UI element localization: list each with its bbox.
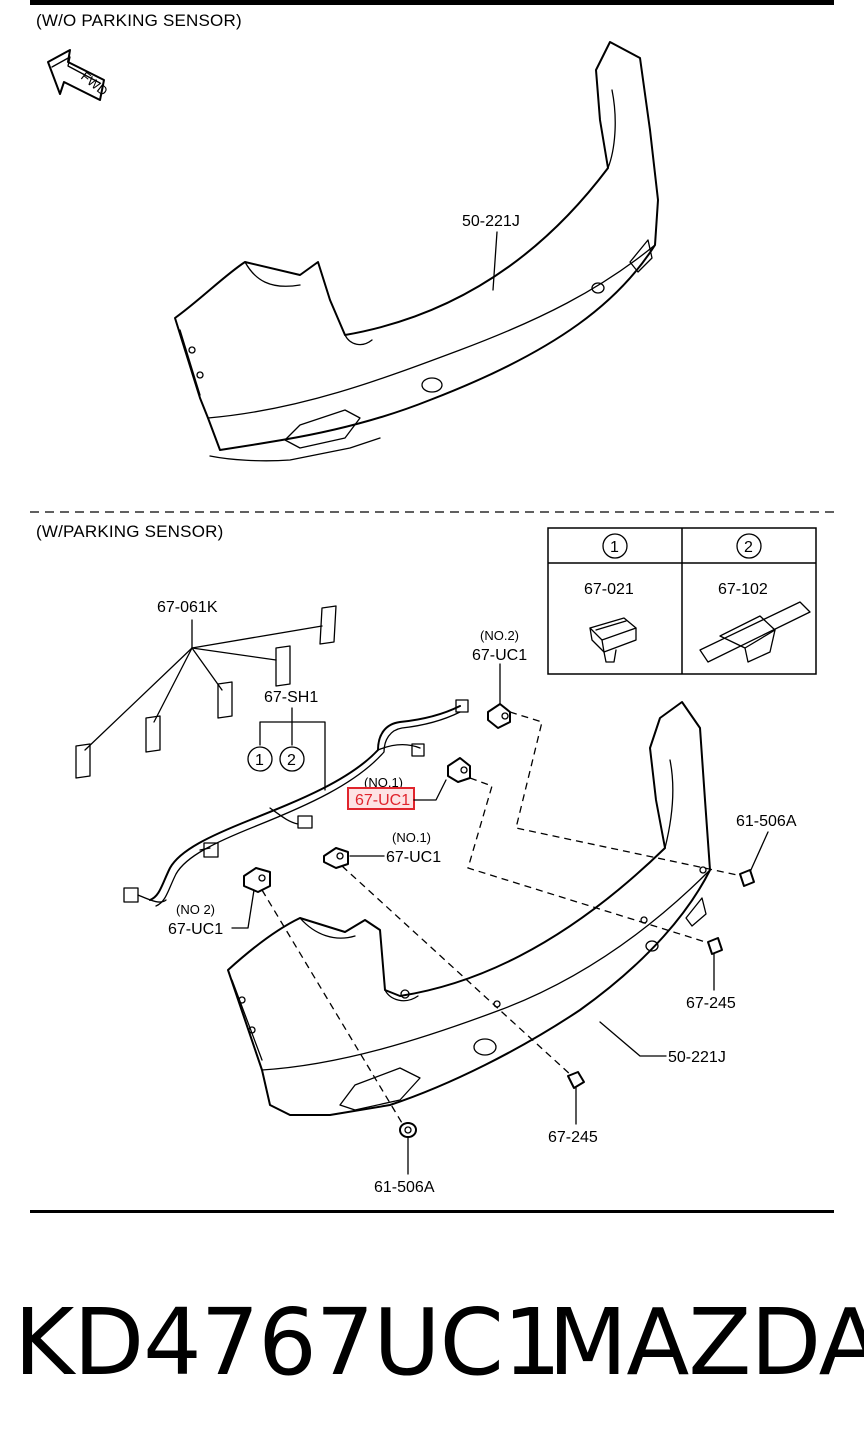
top-section-title: (W/O PARKING SENSOR)	[36, 11, 242, 30]
group-1-label: 1	[255, 752, 264, 769]
bottom-border	[30, 1210, 834, 1213]
no1-mid-tag: (NO.1)	[392, 830, 431, 845]
legend-table: 1 2 67-021 67-102	[547, 527, 817, 675]
part-highlight-box	[347, 787, 415, 810]
tape-pieces	[75, 605, 337, 779]
legend-part-2: 67-102	[718, 581, 768, 598]
no1-highlight-part: 67-UC1	[355, 792, 410, 809]
no2-top-part: 67-UC1	[472, 647, 527, 664]
clip-right-callout: 67-245	[686, 995, 736, 1012]
fwd-arrow-icon: FWD	[47, 49, 111, 101]
clip-icon	[589, 617, 637, 663]
part-number-caption: KD4767UC1	[14, 1289, 561, 1396]
sensor-no2-top-icon	[487, 703, 511, 729]
bottom-rear-bumper	[227, 701, 711, 1116]
legend-header-2: 2	[744, 539, 753, 556]
legend-circle-2	[736, 533, 762, 559]
group-2-label: 2	[287, 752, 296, 769]
top-border	[30, 0, 834, 5]
no2-left-part: 67-UC1	[168, 921, 223, 938]
group-markers: 1 2	[247, 707, 326, 791]
no2-top-tag: (NO.2)	[480, 628, 519, 643]
bottom-bumper-callout: 50-221J	[668, 1049, 726, 1066]
top-rear-bumper	[174, 41, 659, 462]
sensor-no2-left-icon	[243, 867, 271, 893]
bottom-section-title: (W/PARKING SENSOR)	[36, 522, 223, 541]
tape-icon	[699, 601, 811, 663]
clip-bottom-icon	[567, 1071, 585, 1089]
top-bumper-callout: 50-221J	[462, 213, 520, 230]
brand-caption: MAZDA	[548, 1289, 864, 1396]
retainer-right-callout: 61-506A	[736, 813, 797, 830]
wiring-harness	[123, 699, 469, 907]
sensor-no1-mid-icon	[323, 847, 349, 869]
no1-mid-part: 67-UC1	[386, 849, 441, 866]
harness-set-callout: 67-061K	[157, 599, 218, 616]
sensor-no1-right-icon	[447, 757, 471, 783]
legend-circle-1	[602, 533, 628, 559]
assembly-lines	[261, 711, 743, 1129]
clip-right-icon	[707, 937, 723, 955]
retainer-bottom-icon	[399, 1122, 417, 1138]
retainer-right-icon	[739, 869, 755, 887]
sensor-harness-callout: 67-SH1	[264, 689, 318, 706]
no1-highlight-tag: (NO.1)	[364, 775, 403, 790]
legend-part-1: 67-021	[584, 581, 634, 598]
clip-bottom-callout: 67-245	[548, 1129, 598, 1146]
legend-header-1: 1	[610, 539, 619, 556]
no2-left-tag: (NO 2)	[176, 902, 215, 917]
retainer-bottom-callout: 61-506A	[374, 1179, 435, 1196]
